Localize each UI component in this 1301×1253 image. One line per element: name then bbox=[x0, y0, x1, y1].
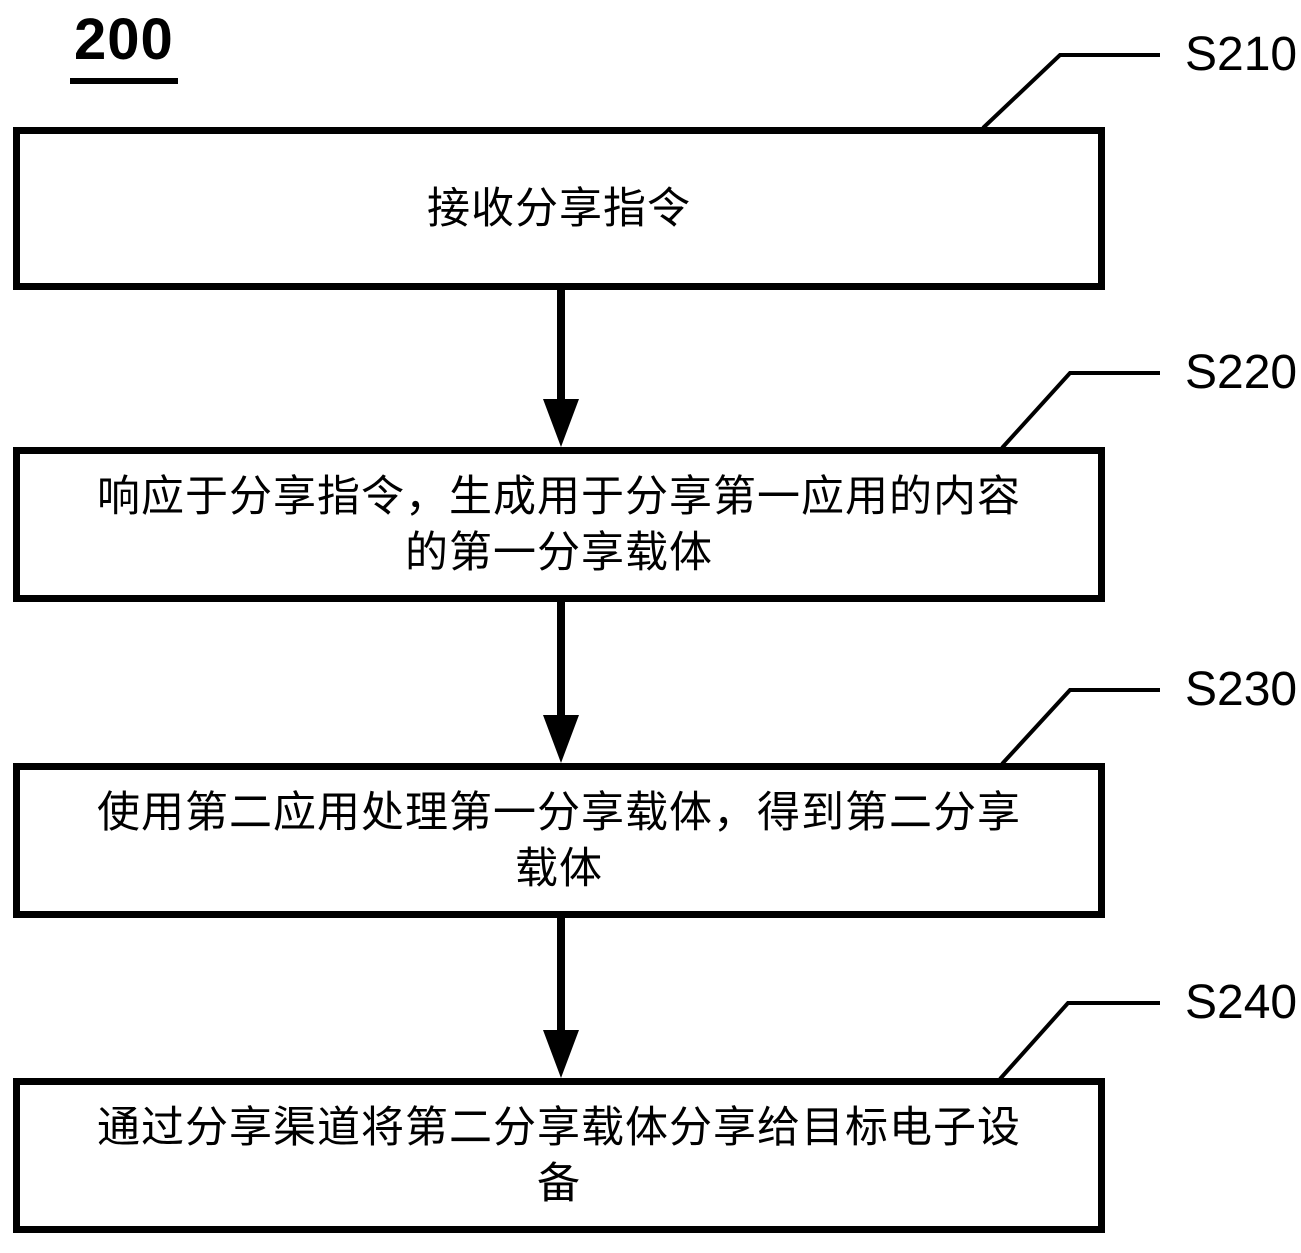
step-label-s240: S240 bbox=[1185, 976, 1298, 1029]
step-text-s240: 通过分享渠道将第二分享载体分享给目标电子设 备 bbox=[97, 1103, 1021, 1208]
leader-line-s220 bbox=[1000, 371, 1160, 450]
flow-arrow-2 bbox=[543, 602, 579, 763]
leader-line-s210 bbox=[981, 53, 1160, 130]
step-label-s220: S220 bbox=[1185, 346, 1298, 399]
step-label-s210: S210 bbox=[1185, 28, 1298, 81]
step-text-s230: 使用第二应用处理第一分享载体，得到第二分享 载体 bbox=[97, 788, 1021, 893]
step-box-s230: 使用第二应用处理第一分享载体，得到第二分享 载体 bbox=[13, 763, 1105, 918]
step-box-s240: 通过分享渠道将第二分享载体分享给目标电子设 备 bbox=[13, 1078, 1105, 1233]
step-label-s230: S230 bbox=[1185, 663, 1298, 716]
flow-arrow-3 bbox=[543, 918, 579, 1078]
step-box-s220: 响应于分享指令，生成用于分享第一应用的内容 的第一分享载体 bbox=[13, 447, 1105, 602]
leader-line-s230 bbox=[1000, 688, 1160, 766]
figure-number: 200 bbox=[70, 8, 178, 84]
leader-line-s240 bbox=[998, 1001, 1160, 1081]
step-text-s210: 接收分享指令 bbox=[427, 184, 691, 233]
flow-arrow-1 bbox=[543, 290, 579, 447]
step-text-s220: 响应于分享指令，生成用于分享第一应用的内容 的第一分享载体 bbox=[97, 472, 1021, 577]
step-box-s210: 接收分享指令 bbox=[13, 127, 1105, 290]
